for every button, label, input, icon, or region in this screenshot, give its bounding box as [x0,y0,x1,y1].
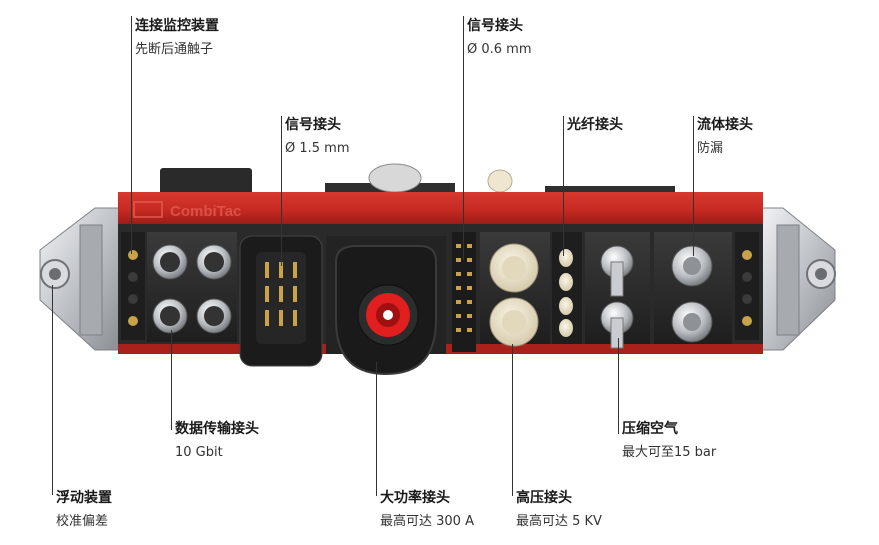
data-connector-module [147,232,237,342]
leader-connection-monitoring [131,16,133,254]
callout-subtitle: Ø 0.6 mm [467,41,532,57]
callout-floating: 浮动装置 校准偏差 [56,490,112,529]
callout-title: 浮动装置 [56,490,112,506]
callout-title: 高压接头 [516,490,572,506]
callout-fluid: 流体接头 防漏 [697,117,753,156]
signal-1-5-module [239,235,323,367]
callout-subtitle: 先断后通触子 [135,41,214,57]
top-dome [368,163,422,193]
callout-title: 信号接头 [467,18,523,34]
fluid-module [654,232,732,344]
callout-title: 光纤接头 [567,117,623,133]
callout-fiber-optic: 光纤接头 [567,117,623,134]
callout-title: 压缩空气 [622,421,678,437]
leader-signal-0-6 [463,16,465,260]
brand-logo: CombiTac [133,201,241,220]
leader-signal-1-5 [281,116,283,266]
callout-title: 数据传输接头 [175,421,259,437]
leader-data [171,330,173,430]
leader-fiber-optic [563,116,565,256]
right-contacts [735,232,759,340]
callout-signal-1-5: 信号接头 Ø 1.5 mm [285,117,350,156]
leader-floating [52,285,54,495]
compressed-air-module [585,232,650,349]
callout-title: 流体接头 [697,117,753,133]
callout-high-voltage: 高压接头 最高可达 5 KV [516,490,602,529]
callout-subtitle: Ø 1.5 mm [285,140,350,156]
callout-signal-0-6: 信号接头 Ø 0.6 mm [467,18,532,57]
leader-fluid [693,116,695,256]
callout-high-power: 大功率接头 最高可达 300 A [380,490,474,529]
callout-connection-monitoring: 连接监控装置 先断后通触子 [135,18,219,57]
leader-compressed-air [618,338,620,434]
high-voltage-module [480,232,550,347]
top-strip [545,186,675,196]
callout-subtitle: 最高可达 5 KV [516,513,602,529]
top-block [160,168,252,198]
callout-subtitle: 最高可达 300 A [380,513,474,529]
fiber-optic-module [552,232,582,344]
callout-compressed-air: 压缩空气 最大可至15 bar [622,421,716,460]
callout-subtitle: 10 Gbit [175,444,223,460]
high-power-module [326,236,446,376]
callout-subtitle: 校准偏差 [56,513,109,529]
callout-subtitle: 防漏 [697,140,724,156]
monitoring-contacts [121,232,145,340]
housing-top [118,192,763,228]
callout-title: 连接监控装置 [135,18,219,34]
brand-text: CombiTac [170,203,241,220]
left-floating-bracket [39,207,121,351]
callout-title: 大功率接头 [380,490,450,506]
leader-high-power [376,362,378,496]
callout-title: 信号接头 [285,117,341,133]
callout-subtitle: 最大可至15 bar [622,444,717,460]
leader-high-voltage [512,344,514,496]
callout-data: 数据传输接头 10 Gbit [175,421,259,460]
right-floating-bracket [759,207,836,351]
top-knob [487,169,513,193]
